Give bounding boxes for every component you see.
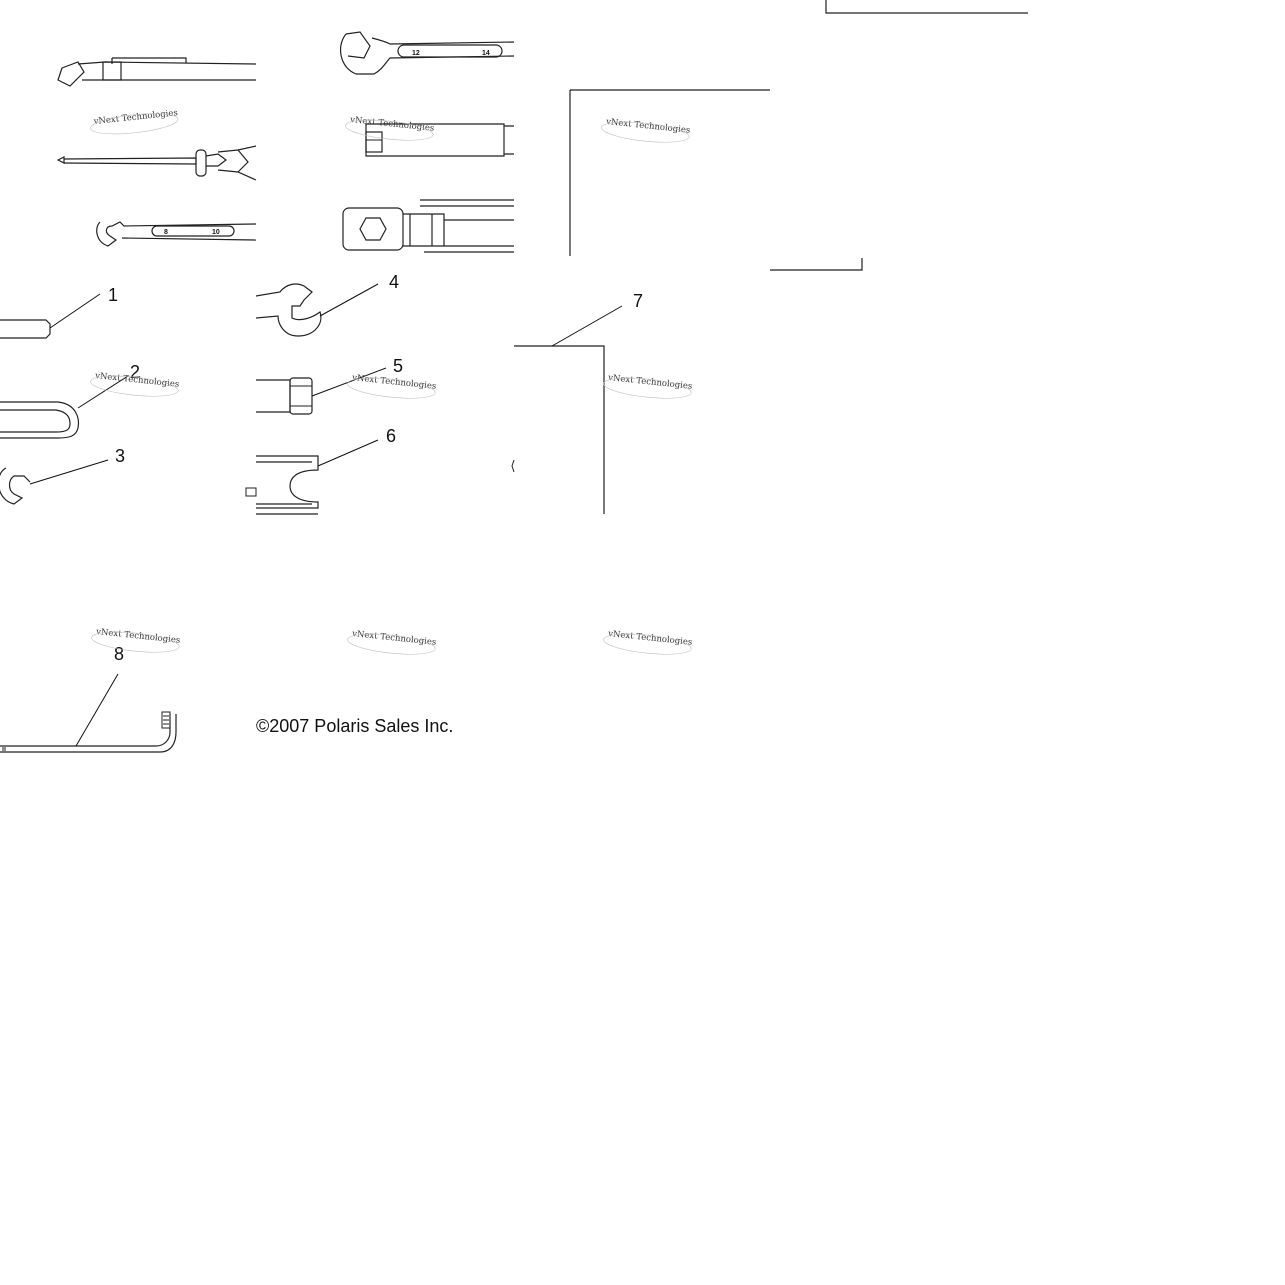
svg-text:vNext Technologies: vNext Technologies (607, 373, 693, 392)
copyright-notice: ©2007 Polaris Sales Inc. (256, 716, 453, 736)
screwdriver-drawing (56, 145, 257, 181)
item-4-drawing (255, 283, 379, 337)
callout-6: 6 (386, 426, 396, 446)
callout-7: 7 (633, 291, 643, 311)
callout-4: 4 (389, 272, 399, 292)
wrench-mark-14: 14 (482, 50, 490, 57)
watermark-1: vNext Technologies (90, 108, 178, 135)
wrench-mark-12: 12 (412, 50, 420, 57)
svg-text:vNext Technologies: vNext Technologies (607, 629, 693, 648)
watermark-6: vNext Technologies (603, 373, 693, 399)
callout-3: 3 (115, 446, 125, 466)
wrench-mark-8: 8 (164, 229, 168, 236)
svg-text:vNext Technologies: vNext Technologies (605, 117, 691, 136)
svg-text:vNext Technologies: vNext Technologies (92, 108, 178, 127)
item-6-drawing (245, 439, 379, 515)
watermark-8: vNext Technologies (347, 629, 437, 655)
item-1-drawing (0, 293, 101, 339)
item-8-drawing (0, 673, 177, 753)
watermark-5: vNext Technologies (347, 373, 437, 399)
tool-bag-outline (569, 0, 1028, 271)
svg-text:vNext Technologies: vNext Technologies (349, 115, 435, 134)
callout-2: 2 (130, 362, 140, 382)
watermark-7: vNext Technologies (91, 627, 181, 653)
callout-1: 1 (108, 285, 118, 305)
callout-8: 8 (114, 644, 124, 664)
callout-5: 5 (393, 356, 403, 376)
spark-plug-socket-drawing (365, 123, 514, 157)
item-3-drawing (0, 459, 109, 505)
watermark-3: vNext Technologies (601, 117, 691, 143)
wrench-8-10-drawing: 8 10 (96, 221, 257, 247)
watermark-2: vNext Technologies (345, 115, 435, 141)
item-5-drawing (256, 367, 387, 415)
wrench-mark-10: 10 (212, 229, 220, 236)
item-2-drawing (0, 375, 129, 439)
item-7-drawing (511, 305, 623, 514)
svg-text:vNext Technologies: vNext Technologies (351, 629, 437, 648)
socket-wrench-drawing (57, 57, 257, 87)
box-end-tool-drawing (342, 199, 514, 253)
watermark-9: vNext Technologies (603, 629, 693, 655)
watermark-4: vNext Technologies (90, 371, 180, 397)
wrench-12-14-drawing: 12 14 (339, 31, 515, 75)
svg-text:vNext Technologies: vNext Technologies (95, 627, 181, 646)
